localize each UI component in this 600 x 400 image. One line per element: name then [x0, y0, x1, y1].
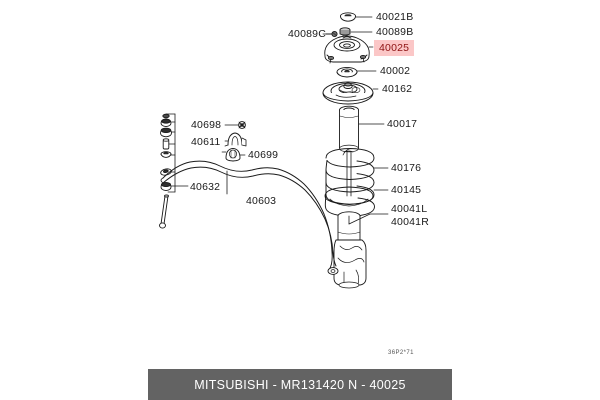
callout-40603-text: 40603 [246, 195, 277, 207]
callout-40176: 40176 [391, 162, 421, 174]
part-40611-bracket [224, 132, 247, 147]
leader-40632 [165, 113, 189, 193]
callout-40698: 40698 [191, 119, 221, 131]
callout-40021B: 40021B [376, 11, 413, 23]
part-40025-strut-mount [324, 35, 370, 64]
callout-40632-text: 40632 [190, 181, 221, 193]
callout-40021B-text: 40021B [376, 11, 414, 23]
callout-40089B-text: 40089B [376, 26, 414, 38]
callout-40017: 40017 [387, 118, 417, 130]
callout-40611-text: 40611 [191, 136, 221, 148]
callout-40145: 40145 [391, 184, 421, 196]
footer-label-bar: MITSUBISHI - MR131420 N - 40025 [148, 369, 452, 400]
part-40603-stabilizer-bar [160, 160, 339, 275]
callout-40089B: 40089B [376, 26, 413, 38]
drawing-code: 36P2*71 [388, 350, 414, 356]
part-40698-nut [238, 121, 246, 129]
callout-40162: 40162 [382, 83, 412, 95]
callout-40698-text: 40698 [191, 119, 222, 131]
callout-40611: 40611 [191, 136, 220, 148]
part-40632-stabilizer-link [159, 113, 172, 229]
callout-40632: 40632 [190, 181, 220, 193]
callout-40041R-text: 40041R [391, 216, 429, 228]
part-40041-strut-assembly [333, 211, 367, 289]
callout-40002-text: 40002 [380, 65, 411, 77]
callout-40145-text: 40145 [391, 184, 422, 196]
callout-40041L-text: 40041L [391, 203, 428, 215]
callout-40041R: 40041R [391, 216, 429, 228]
part-40699-bushing [221, 147, 241, 162]
callout-40699-text: 40699 [248, 149, 279, 161]
callout-40025-text: 40025 [379, 42, 410, 54]
part-40002-nut [336, 66, 358, 78]
strut-rod [343, 150, 354, 197]
callout-40176-text: 40176 [391, 162, 422, 174]
part-40145-spring-seat [324, 186, 374, 207]
footer-part-caption: MITSUBISHI - MR131420 N - 40025 [194, 377, 406, 392]
callout-40089C-text: 40089C [288, 28, 326, 40]
callout-40041L: 40041L [391, 203, 427, 215]
drawing-code-text: 36P2*71 [388, 350, 414, 356]
callout-40002: 40002 [380, 65, 410, 77]
part-40021B-nut [340, 12, 356, 22]
callout-40603: 40603 [246, 195, 276, 207]
callout-40699: 40699 [248, 149, 278, 161]
part-40017-dust-cover [339, 105, 359, 153]
callout-40089C: 40089C [288, 28, 326, 40]
callout-40017-text: 40017 [387, 118, 418, 130]
callout-40162-text: 40162 [382, 83, 413, 95]
part-40162-bearing [322, 81, 374, 105]
callout-40025-highlighted: 40025 [374, 40, 415, 56]
leader-40041 [348, 213, 371, 225]
part-40089C-bolt [325, 30, 338, 38]
